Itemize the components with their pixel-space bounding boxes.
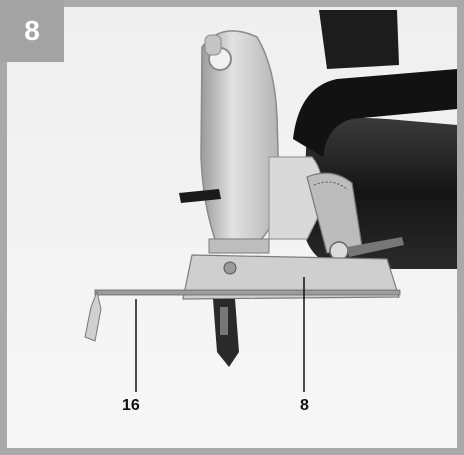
saw-handle — [293, 69, 457, 157]
base-plate — [182, 238, 400, 300]
circular-saw-photo — [7, 7, 457, 448]
callout-label-8: 8 — [300, 397, 309, 414]
blade-guard — [200, 30, 280, 246]
bevel-scale-plate — [306, 172, 363, 254]
callout-label-16: 16 — [122, 397, 140, 414]
parallel-guide — [84, 289, 401, 342]
figure-number-badge: 8 — [0, 0, 64, 62]
front-lever — [179, 189, 221, 203]
